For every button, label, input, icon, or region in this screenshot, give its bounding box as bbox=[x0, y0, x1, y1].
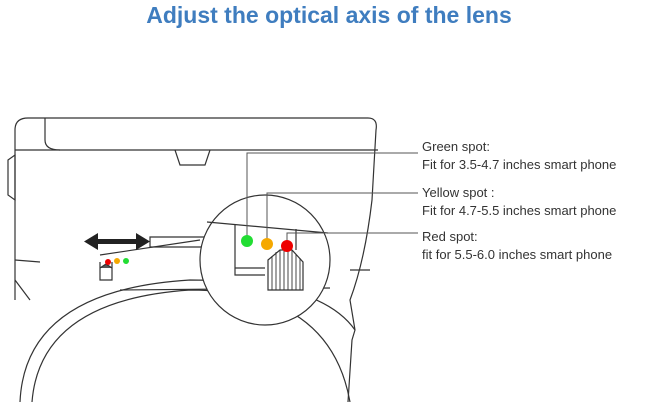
spot-name: Yellow spot : bbox=[422, 185, 495, 200]
green-spot bbox=[241, 235, 253, 247]
spot-desc: fit for 5.5-6.0 inches smart phone bbox=[422, 247, 613, 262]
double-arrow-icon bbox=[84, 233, 150, 250]
spot-desc: Fit for 3.5-4.7 inches smart phone bbox=[422, 157, 617, 172]
page-title: Adjust the optical axis of the lens bbox=[146, 2, 512, 28]
magnifier-circle bbox=[199, 194, 331, 326]
green-spot-label: Green spot: Fit for 3.5-4.7 inches smart… bbox=[422, 138, 616, 174]
headset-outline bbox=[14, 117, 377, 402]
red-spot bbox=[281, 240, 293, 252]
slider-knob bbox=[267, 249, 304, 291]
spot-name: Red spot: bbox=[422, 229, 478, 244]
lens-opening bbox=[31, 289, 351, 402]
yellow-spot bbox=[261, 238, 273, 250]
spot-name: Green spot: bbox=[422, 139, 490, 154]
spot-desc: Fit for 4.7-5.5 inches smart phone bbox=[422, 203, 617, 218]
red-spot-label: Red spot: fit for 5.5-6.0 inches smart p… bbox=[422, 228, 612, 264]
yellow-spot-label: Yellow spot : Fit for 4.7-5.5 inches sma… bbox=[422, 184, 616, 220]
